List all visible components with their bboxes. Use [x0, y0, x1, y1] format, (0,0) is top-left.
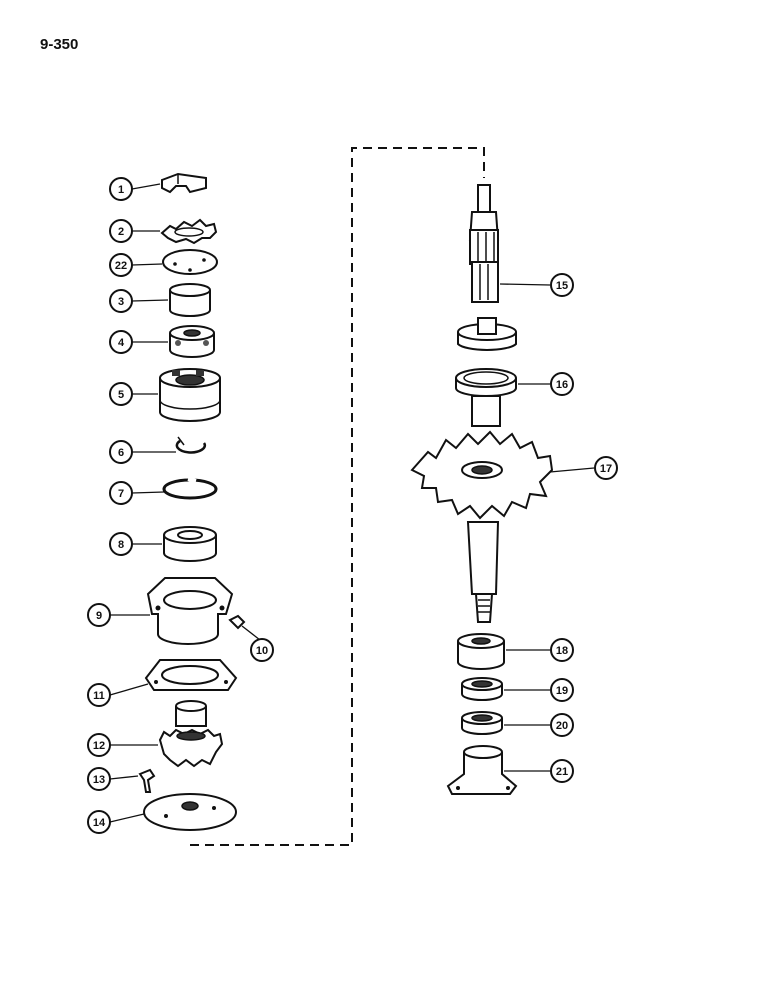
part-13-cotter — [138, 768, 156, 793]
callout-20: 20 — [550, 713, 574, 737]
callout-13-label: 13 — [93, 774, 105, 786]
part-12-sprocket-hub — [158, 700, 224, 768]
part-11-gasket — [144, 659, 238, 691]
part-15-splined-shaft — [468, 184, 500, 303]
callout-5: 5 — [109, 382, 133, 406]
callout-10: 10 — [250, 638, 274, 662]
part-7-retaining-ring — [162, 477, 218, 500]
callout-3-label: 3 — [118, 296, 124, 308]
callout-18-label: 18 — [556, 645, 568, 657]
part-6-snap-ring — [175, 436, 207, 454]
callout-6: 6 — [109, 440, 133, 464]
callout-12-label: 12 — [93, 740, 105, 752]
part-14-base-plate — [143, 793, 237, 831]
callout-2: 2 — [109, 219, 133, 243]
callout-16: 16 — [550, 372, 574, 396]
callout-14: 14 — [87, 810, 111, 834]
callout-3: 3 — [109, 289, 133, 313]
callout-17-label: 17 — [600, 463, 612, 475]
part-2-lock-washer — [160, 218, 218, 245]
part-4-bearing — [169, 325, 215, 358]
part-22-plate — [162, 249, 218, 275]
callout-14-label: 14 — [93, 817, 106, 829]
callout-2-label: 2 — [118, 226, 124, 238]
part-8-bearing — [163, 526, 217, 562]
callout-5-label: 5 — [118, 389, 124, 401]
callout-6-label: 6 — [118, 447, 124, 459]
callout-1: 1 — [109, 177, 133, 201]
part-5-housing — [159, 368, 221, 422]
callout-7: 7 — [109, 481, 133, 505]
callout-7-label: 7 — [118, 488, 124, 500]
callout-12: 12 — [87, 733, 111, 757]
callout-15: 15 — [550, 273, 574, 297]
part-3-sleeve — [169, 283, 211, 317]
callout-11: 11 — [87, 683, 111, 707]
callout-15-label: 15 — [556, 280, 568, 292]
part-19-bearing — [461, 677, 503, 701]
callout-17: 17 — [594, 456, 618, 480]
callout-1-label: 1 — [118, 184, 124, 196]
callout-13: 13 — [87, 767, 111, 791]
page-number: 9-350 — [40, 36, 79, 53]
callout-8-label: 8 — [118, 539, 124, 551]
leader-lines — [109, 183, 595, 823]
callout-16-label: 16 — [556, 379, 568, 391]
callout-22: 22 — [109, 253, 133, 277]
dashed-connector-line — [190, 147, 485, 846]
callout-10-label: 10 — [256, 645, 268, 657]
callout-4-label: 4 — [118, 337, 125, 349]
part-9-flange-housing — [146, 577, 234, 645]
callout-21: 21 — [550, 759, 574, 783]
callout-22-label: 22 — [115, 260, 127, 272]
callout-9: 9 — [87, 603, 111, 627]
callout-9-label: 9 — [96, 610, 102, 622]
callout-19: 19 — [550, 678, 574, 702]
part-17-sprocket-shaft — [410, 430, 554, 623]
part-18-bushing — [457, 633, 505, 670]
callout-19-label: 19 — [556, 685, 568, 697]
callout-8: 8 — [109, 532, 133, 556]
callout-11-label: 11 — [93, 690, 105, 702]
part-21-flange-cap — [446, 745, 518, 795]
callout-21-label: 21 — [556, 766, 568, 778]
part-16-collar — [455, 317, 517, 427]
part-1-clip — [161, 172, 207, 194]
part-10-clip — [228, 614, 246, 630]
callout-18: 18 — [550, 638, 574, 662]
callout-20-label: 20 — [556, 720, 568, 732]
part-20-seal — [461, 711, 503, 735]
callout-4: 4 — [109, 330, 133, 354]
